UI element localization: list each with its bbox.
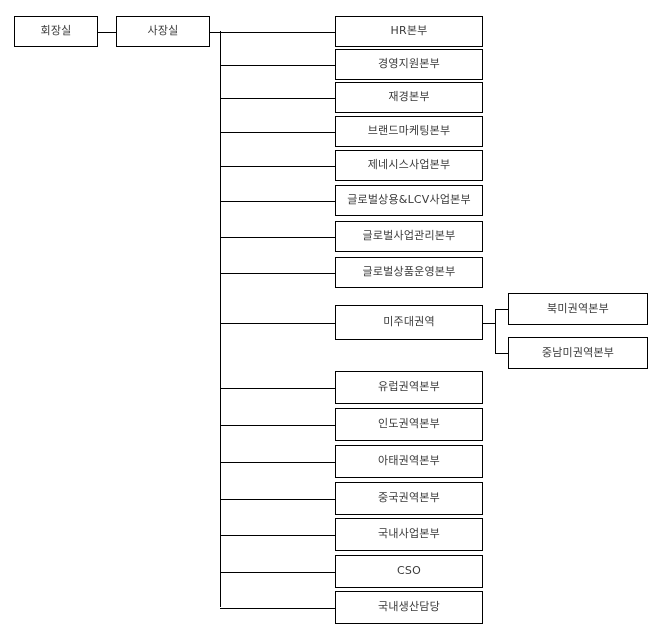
connector-trunk-to-division-12 (220, 499, 335, 500)
connector-americas-stub (483, 323, 495, 324)
node-division-1[interactable]: 경영지원본부 (335, 49, 483, 80)
node-division-10-label: 인도권역본부 (378, 417, 440, 431)
connector-trunk-to-division-13 (220, 535, 335, 536)
connector-americas-spine (495, 309, 496, 353)
node-division-2[interactable]: 재경본부 (335, 82, 483, 113)
node-division-10[interactable]: 인도권역본부 (335, 408, 483, 441)
connector-trunk-to-division-3 (220, 132, 335, 133)
connector-trunk-to-division-10 (220, 425, 335, 426)
node-division-5-label: 글로벌상용&LCV사업본부 (347, 193, 471, 207)
node-president-office-label: 사장실 (147, 24, 179, 38)
node-division-12[interactable]: 중국권역본부 (335, 482, 483, 515)
node-division-3[interactable]: 브랜드마케팅본부 (335, 116, 483, 147)
connector-trunk-to-division-4 (220, 166, 335, 167)
node-division-13[interactable]: 국내사업본부 (335, 518, 483, 551)
node-division-0-label: HR본부 (390, 24, 428, 38)
connector-trunk-to-division-5 (220, 201, 335, 202)
node-division-8-label: 미주대권역 (383, 315, 435, 329)
node-division-15[interactable]: 국내생산담당 (335, 591, 483, 624)
node-division-9[interactable]: 유럽권역본부 (335, 371, 483, 404)
node-division-0[interactable]: HR본부 (335, 16, 483, 47)
connector-trunk-to-division-15 (220, 608, 335, 609)
node-division-4[interactable]: 제네시스사업본부 (335, 150, 483, 181)
node-division-14-label: CSO (397, 564, 421, 578)
node-division-14[interactable]: CSO (335, 555, 483, 588)
connector-trunk-to-division-14 (220, 572, 335, 573)
node-division-11-label: 아태권역본부 (378, 454, 440, 468)
node-chairman-office[interactable]: 회장실 (14, 16, 98, 47)
node-division-15-label: 국내생산담당 (378, 600, 440, 614)
node-division-11[interactable]: 아태권역본부 (335, 445, 483, 478)
node-chairman-office-label: 회장실 (40, 24, 72, 38)
node-division-6-label: 글로벌사업관리본부 (362, 229, 456, 243)
connector-trunk-to-division-11 (220, 462, 335, 463)
connector-trunk-vertical (220, 31, 221, 607)
node-division-12-label: 중국권역본부 (378, 491, 440, 505)
node-division-5[interactable]: 글로벌상용&LCV사업본부 (335, 185, 483, 216)
node-division-7-label: 글로벌상품운영본부 (362, 265, 456, 279)
node-division-9-label: 유럽권역본부 (378, 380, 440, 394)
node-region-0[interactable]: 북미권역본부 (508, 293, 648, 325)
node-president-office[interactable]: 사장실 (116, 16, 210, 47)
node-division-8[interactable]: 미주대권역 (335, 305, 483, 340)
node-region-1[interactable]: 중남미권역본부 (508, 337, 648, 369)
connector-trunk-to-division-8 (220, 323, 335, 324)
connector-trunk-to-division-6 (220, 237, 335, 238)
node-division-3-label: 브랜드마케팅본부 (367, 124, 451, 138)
connector-americas-to-region-0 (495, 309, 508, 310)
connector-americas-to-region-1 (495, 353, 508, 354)
connector-chairman-to-president (98, 32, 116, 33)
node-division-2-label: 재경본부 (388, 90, 430, 104)
connector-president-to-trunk (210, 32, 220, 33)
node-division-7[interactable]: 글로벌상품운영본부 (335, 257, 483, 288)
connector-trunk-to-division-7 (220, 273, 335, 274)
connector-trunk-to-division-2 (220, 98, 335, 99)
node-division-4-label: 제네시스사업본부 (367, 158, 451, 172)
node-division-6[interactable]: 글로벌사업관리본부 (335, 221, 483, 252)
connector-trunk-to-division-1 (220, 65, 335, 66)
node-division-1-label: 경영지원본부 (378, 57, 440, 71)
node-region-1-label: 중남미권역본부 (541, 345, 615, 359)
connector-trunk-to-division-0 (220, 32, 335, 33)
node-region-0-label: 북미권역본부 (547, 301, 609, 315)
node-division-13-label: 국내사업본부 (378, 527, 440, 541)
connector-trunk-to-division-9 (220, 388, 335, 389)
